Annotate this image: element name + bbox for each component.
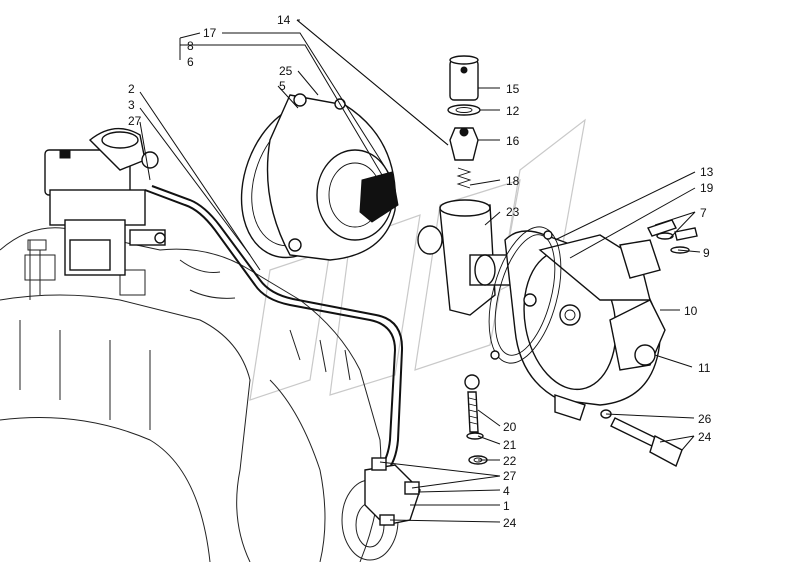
- callout-10: 10: [684, 304, 698, 318]
- callout-9: 9: [703, 246, 710, 260]
- callout-16: 16: [506, 134, 520, 148]
- callout-14: 14: [277, 13, 291, 27]
- callout-11: 11: [698, 361, 711, 375]
- callout-19: 19: [700, 181, 714, 195]
- callout-7: 7: [700, 206, 707, 220]
- valve-stack: [447, 55, 481, 189]
- callout-27-left: 27: [128, 114, 142, 128]
- callout-20: 20: [503, 420, 517, 434]
- callout-27-bottom: 27: [503, 469, 517, 483]
- callout-22: 22: [503, 454, 517, 468]
- callout-25: 25: [279, 64, 293, 78]
- bolt-26: [600, 409, 683, 467]
- callout-26: 26: [698, 412, 712, 426]
- fuel-line: [144, 185, 404, 473]
- callout-2: 2: [128, 82, 135, 96]
- callout-1: 1: [503, 499, 510, 513]
- callout-21: 21: [503, 438, 517, 452]
- callout-6: 6: [187, 55, 194, 69]
- leader-lines: [139, 19, 701, 523]
- callout-23: 23: [506, 205, 520, 219]
- bottom-pump: [364, 457, 421, 526]
- callout-3: 3: [128, 98, 135, 112]
- callout-24-bottom: 24: [503, 516, 517, 530]
- pump-body: [417, 199, 666, 421]
- callout-13: 13: [700, 165, 714, 179]
- engine-block: [0, 227, 399, 562]
- callout-18: 18: [506, 174, 520, 188]
- callout-15: 15: [506, 82, 520, 96]
- callout-24-right: 24: [698, 430, 712, 444]
- callout-5: 5: [279, 79, 286, 93]
- callout-8: 8: [187, 39, 194, 53]
- flange-housing: [240, 93, 399, 261]
- callout-4: 4: [503, 484, 510, 498]
- screw-20: [464, 374, 488, 465]
- gasket: [488, 226, 562, 364]
- callout-12: 12: [506, 104, 520, 118]
- callout-labels: 14 17 8 6 25 5 15 12 16 18 23 13 19 7 9 …: [128, 13, 714, 530]
- carburetor: [44, 127, 166, 276]
- screws-top-right: [647, 219, 698, 254]
- callout-17: 17: [203, 26, 217, 40]
